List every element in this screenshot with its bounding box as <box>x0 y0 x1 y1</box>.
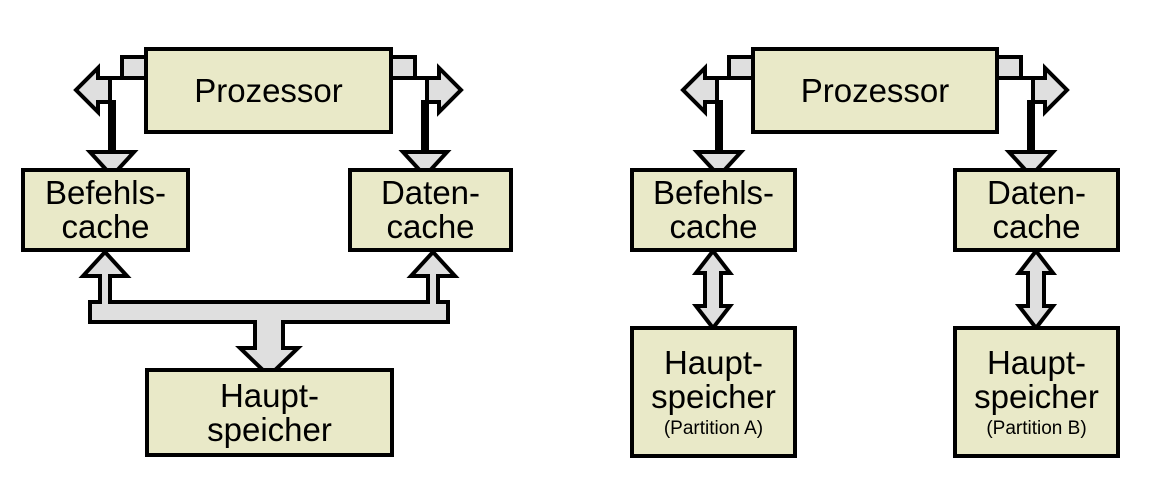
box-main-memory-left <box>145 368 394 457</box>
connector-processor-to-instruction-cache-left <box>73 55 148 179</box>
box-instruction-cache-left <box>21 168 190 252</box>
box-data-cache-right <box>953 168 1120 252</box>
connector-caches-to-main-memory-left <box>78 249 460 379</box>
box-processor-right <box>751 47 999 134</box>
box-main-memory-partition-a <box>630 326 797 458</box>
box-main-memory-partition-b <box>953 326 1120 458</box>
connector-processor-to-data-cache-left <box>389 55 464 179</box>
connector-processor-to-instruction-cache-right <box>680 55 755 179</box>
connector-instruction-cache-to-memory-a <box>691 247 735 332</box>
connector-data-cache-to-memory-b <box>1014 247 1058 332</box>
connector-processor-to-data-cache-right <box>995 55 1070 179</box>
box-instruction-cache-right <box>630 168 797 252</box>
box-processor-left <box>144 47 393 134</box>
box-data-cache-left <box>348 168 513 252</box>
